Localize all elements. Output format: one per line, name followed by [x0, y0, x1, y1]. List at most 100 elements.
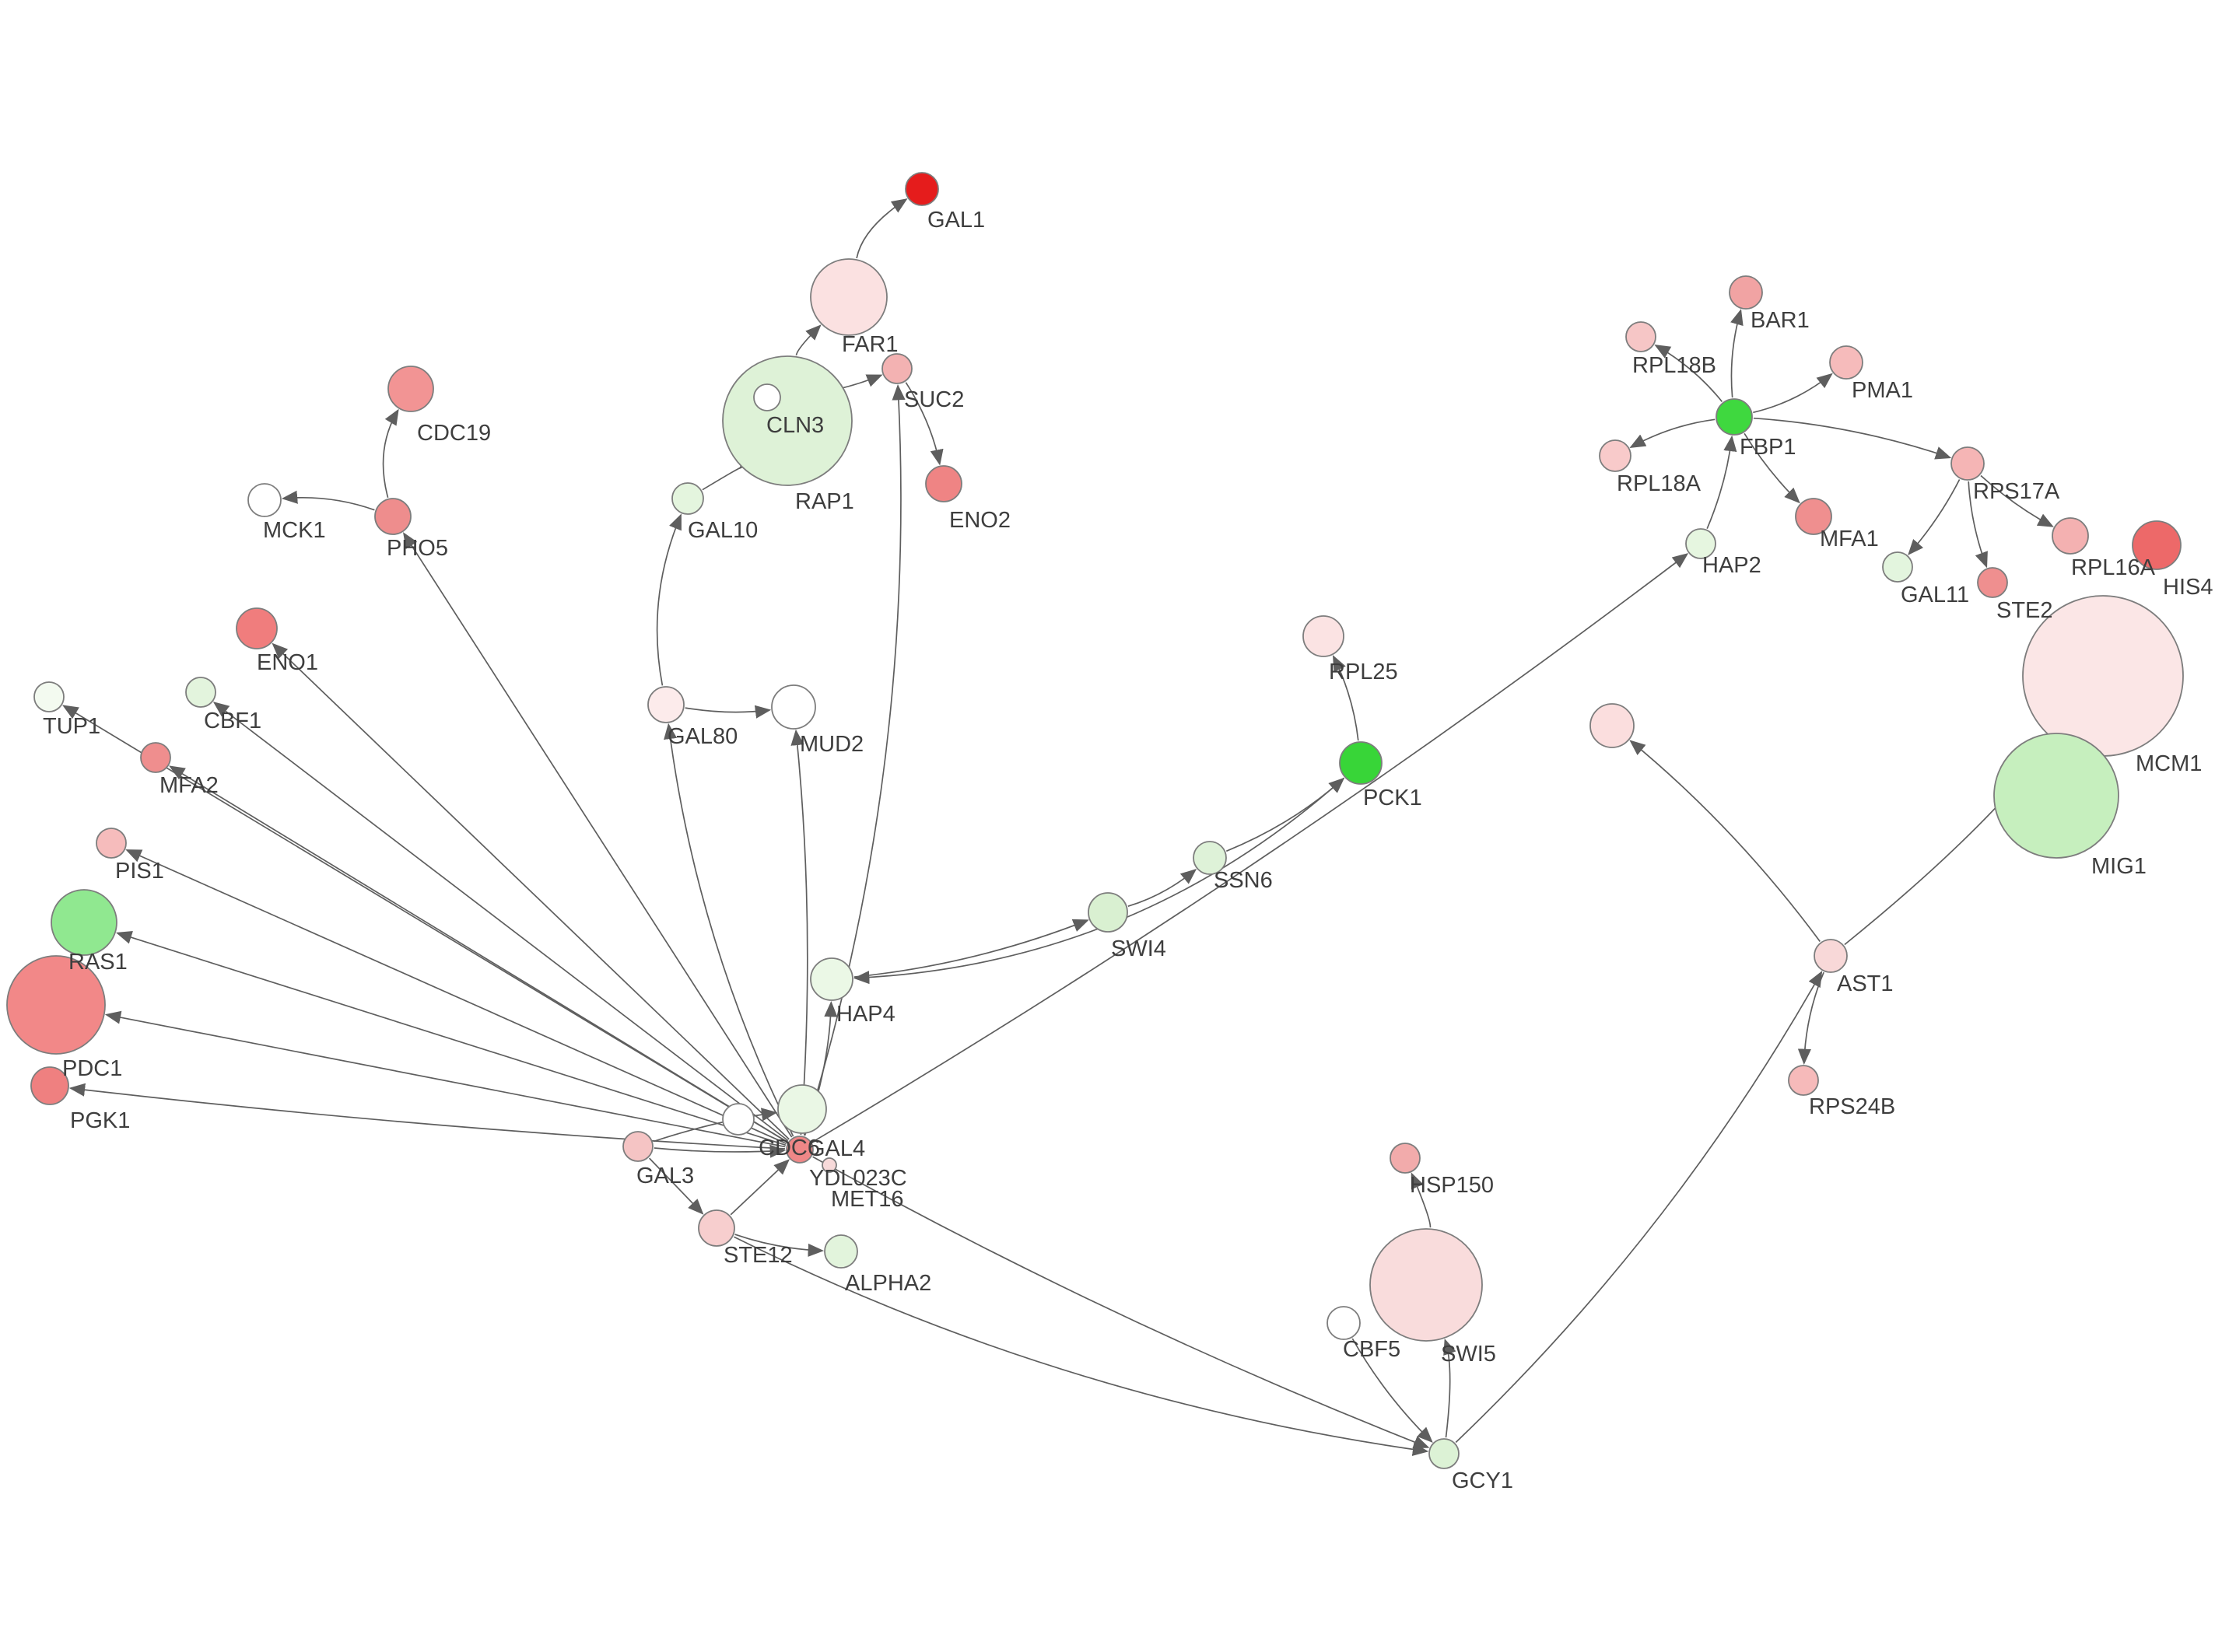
node-PGK1[interactable]	[30, 1066, 69, 1105]
edge-AST1-NODE1[interactable]	[1629, 740, 1821, 943]
edge-GAL4-MUD2[interactable]	[790, 729, 808, 1136]
edge-RPS17A-GAL11[interactable]	[1908, 479, 1961, 555]
edge-GCY1-SWI5[interactable]	[1443, 1338, 1456, 1438]
edge-GAL4-PHO5[interactable]	[402, 532, 793, 1138]
node-MUD2[interactable]	[771, 684, 816, 730]
node-HSP150[interactable]	[1390, 1143, 1421, 1174]
edge-GAL4-ENO1[interactable]	[272, 642, 790, 1140]
edge-FBP1-MFA1[interactable]	[1744, 432, 1800, 504]
edge-SUC2-ENO2[interactable]	[905, 382, 944, 466]
node-GAL3[interactable]	[622, 1131, 654, 1162]
edge-FBP1-BAR1[interactable]	[1730, 309, 1744, 398]
edge-GAL4-CBF1[interactable]	[212, 702, 789, 1142]
node-FAR1[interactable]	[810, 258, 888, 336]
node-GAL80[interactable]	[647, 686, 685, 723]
edge-FBP1-RPS17A[interactable]	[1753, 417, 1952, 460]
edge-SWI4-SSN6[interactable]	[1127, 869, 1197, 908]
edge-GAL3-MET16[interactable]	[653, 1108, 778, 1143]
edge-GAL4-PDC1[interactable]	[104, 1010, 786, 1148]
node-CBF1[interactable]	[185, 677, 216, 708]
edge-PHO5-MCK1[interactable]	[281, 490, 375, 511]
edge-GAL4-PIS1[interactable]	[125, 849, 787, 1145]
edge-FAR1-GAL1[interactable]	[856, 198, 908, 259]
edge-STE12-ALPHA2[interactable]	[734, 1234, 825, 1257]
node-AST1[interactable]	[1814, 939, 1848, 973]
node-STE2[interactable]	[1977, 567, 2008, 598]
node-YDL023C[interactable]	[822, 1157, 837, 1173]
node-HAP4[interactable]	[810, 957, 853, 1001]
node-GAL11[interactable]	[1882, 551, 1913, 583]
node-NODE1[interactable]	[1589, 703, 1635, 748]
edge-GAL80-MUD2[interactable]	[685, 705, 772, 719]
node-RPL18B[interactable]	[1625, 321, 1656, 352]
node-RAP1[interactable]	[753, 383, 781, 411]
node-RPS24B[interactable]	[1788, 1065, 1819, 1096]
node-SSN6[interactable]	[1193, 841, 1227, 875]
edge-GAL4-GAL80[interactable]	[664, 723, 794, 1137]
edge-GAL4-PGK1[interactable]	[68, 1083, 786, 1150]
node-PDC1[interactable]	[6, 955, 106, 1055]
node-GAL4[interactable]	[786, 1136, 814, 1164]
node-RPL25[interactable]	[1302, 615, 1344, 657]
node-RPL16A[interactable]	[2052, 517, 2089, 555]
edge-HAP2-FBP1[interactable]	[1706, 435, 1737, 530]
node-PCK1[interactable]	[1339, 741, 1383, 785]
edge-GAL3-STE12[interactable]	[648, 1157, 704, 1215]
node-ENO2[interactable]	[925, 465, 962, 502]
edge-GCY1-AST1[interactable]	[1455, 971, 1823, 1444]
edge-FBP1-RPL18A[interactable]	[1629, 418, 1716, 448]
node-GCY1[interactable]	[1428, 1438, 1460, 1469]
edge-GAL4-HAP2[interactable]	[811, 553, 1689, 1143]
node-CLN3[interactable]	[722, 355, 853, 486]
node-CDC6[interactable]	[722, 1103, 755, 1136]
edge-CLN3-FAR1[interactable]	[795, 324, 822, 356]
edge-RPS17A-RPL16A[interactable]	[1980, 474, 2054, 527]
node-CBF5[interactable]	[1327, 1306, 1361, 1340]
node-MET16[interactable]	[777, 1084, 827, 1134]
node-RAS1[interactable]	[51, 889, 117, 956]
node-GAL10[interactable]	[671, 482, 704, 515]
edge-STE12-GCY1[interactable]	[734, 1236, 1429, 1456]
edge-FBP1-PMA1[interactable]	[1753, 373, 1833, 414]
node-TUP1[interactable]	[33, 681, 65, 712]
node-label-PIS1: PIS1	[115, 859, 164, 884]
node-MIG1[interactable]	[1993, 733, 2119, 859]
edge-STE12-GAL4[interactable]	[730, 1159, 790, 1216]
edge-CBF5-GCY1[interactable]	[1351, 1338, 1433, 1444]
edge-GAL4-RAS1[interactable]	[115, 930, 787, 1146]
node-MFA1[interactable]	[1795, 498, 1832, 535]
edge-GAL80-GAL10[interactable]	[656, 513, 682, 686]
node-RPL18A[interactable]	[1599, 439, 1631, 472]
edge-GAL3-GAL4[interactable]	[654, 1144, 787, 1158]
node-PHO5[interactable]	[374, 498, 412, 535]
node-FBP1[interactable]	[1716, 398, 1753, 436]
edge-SWI5-HSP150[interactable]	[1411, 1172, 1432, 1228]
node-PIS1[interactable]	[96, 828, 127, 859]
node-GAL1[interactable]	[905, 172, 939, 206]
edge-GAL10-CLN3[interactable]	[702, 453, 755, 491]
node-ENO1[interactable]	[236, 607, 278, 649]
node-HIS4[interactable]	[2132, 520, 2182, 570]
node-HAP2[interactable]	[1685, 528, 1716, 559]
node-STE12[interactable]	[698, 1209, 735, 1247]
edge-GAL4-GCY1[interactable]	[812, 1156, 1430, 1449]
node-MCK1[interactable]	[247, 483, 282, 517]
node-PMA1[interactable]	[1829, 345, 1863, 380]
edge-PHO5-CDC19[interactable]	[382, 408, 399, 499]
edge-GAL4-MFA2[interactable]	[169, 765, 788, 1143]
node-ALPHA2[interactable]	[824, 1234, 858, 1269]
edge-GAL4-SUC2[interactable]	[803, 383, 906, 1136]
edge-PCK1-RPL25[interactable]	[1332, 655, 1359, 741]
edge-HAP4-SWI4[interactable]	[853, 919, 1089, 978]
node-RPS17A[interactable]	[1950, 446, 1985, 481]
node-MFA2[interactable]	[140, 742, 171, 773]
node-CDC19[interactable]	[387, 366, 434, 412]
node-SWI4[interactable]	[1088, 892, 1128, 933]
node-BAR1[interactable]	[1729, 275, 1763, 310]
edge-FBP1-RPL18B[interactable]	[1654, 344, 1723, 403]
node-SUC2[interactable]	[881, 353, 913, 384]
edge-RPS17A-STE2[interactable]	[1968, 481, 1988, 569]
node-SWI5[interactable]	[1369, 1228, 1483, 1342]
